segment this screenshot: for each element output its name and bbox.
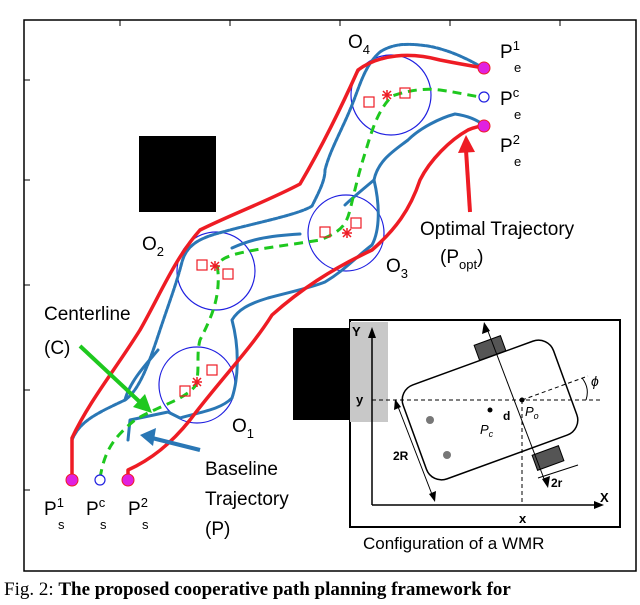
label-pe1: P1 [500, 38, 520, 63]
label-o2: O2 [142, 234, 164, 259]
label-o1: O1 [232, 416, 254, 441]
baseline-path-upper [70, 42, 485, 442]
wmr-inset: Y X y x ϕ d Po Pc [349, 319, 621, 553]
inset-x-tick: x [519, 511, 527, 526]
end-point-1 [477, 61, 491, 75]
optimal-path-2 [126, 124, 485, 480]
baseline-path-lower [126, 112, 487, 442]
optimal-trajectories [70, 53, 485, 480]
endpoints [65, 61, 491, 487]
label-ps1-sub: s [58, 517, 65, 532]
start-point-center [94, 474, 106, 486]
label-centerline-1: Centerline [44, 304, 131, 325]
inset-caption: Configuration of a WMR [363, 534, 544, 553]
asterisk-markers [192, 90, 392, 387]
label-ps1: P1 [44, 495, 64, 520]
inset-2r-big: 2R [393, 449, 409, 463]
optimal-arrow [464, 149, 472, 213]
label-psc-sub: s [100, 517, 107, 532]
centerline-arrow [78, 344, 144, 406]
obstacle-square-bottom [293, 328, 350, 420]
inset-2r-small: 2r [551, 476, 563, 490]
inset-po: Po [525, 404, 539, 421]
obstacle-circle-o3 [307, 194, 385, 272]
inset-pc: Pc [480, 422, 494, 439]
start-point-1 [65, 473, 79, 487]
label-optimal-2: (Popt) [440, 247, 483, 272]
label-psc: Pc [86, 495, 106, 520]
frame-ticks [24, 20, 561, 491]
label-o4: O4 [348, 32, 370, 57]
optimal-path-1 [70, 53, 485, 480]
baseline-trajectories [70, 42, 487, 442]
label-baseline-2: Trajectory [205, 489, 289, 510]
label-pec-sub: e [514, 107, 521, 122]
inset-x-axis-label: X [600, 490, 609, 505]
label-pec: Pc [500, 85, 520, 110]
baseline-path-side [343, 178, 376, 207]
robot-wheel-bottom [531, 445, 565, 471]
obstacle-circle-o2 [176, 231, 256, 311]
inset-d: d [503, 409, 510, 423]
label-ps2-sub: s [142, 517, 149, 532]
label-o3: O3 [386, 256, 408, 281]
centerline-path [98, 87, 481, 479]
label-pe2: P2 [500, 132, 520, 157]
label-baseline-1: Baseline [205, 459, 278, 480]
end-point-2 [477, 119, 491, 133]
figure-labels: O4 O2 O3 O1 P1 e Pc e P2 e P1 s Pc s P2 … [44, 32, 575, 540]
label-baseline-3: (P) [205, 519, 230, 540]
label-ps2: P2 [128, 495, 148, 520]
baseline-path-mid [123, 348, 160, 402]
figure-caption: Fig. 2: The proposed cooperative path pl… [4, 579, 640, 605]
inset-y-tick: y [356, 392, 364, 407]
label-centerline-2: (C) [44, 338, 70, 359]
inset-phi: ϕ [591, 373, 599, 389]
start-point-2 [121, 473, 135, 487]
trajectory-markers [179, 87, 411, 397]
robot-body [401, 339, 579, 481]
annotation-arrows [78, 135, 475, 452]
label-optimal-1: Optimal Trajectory [420, 219, 575, 240]
robot-wheel-top [473, 335, 507, 361]
inset-y-axis-label: Y [352, 324, 361, 339]
end-point-center [478, 91, 490, 103]
label-pe1-sub: e [514, 60, 521, 75]
obstacle-square-top [139, 136, 216, 212]
caption-text: The proposed cooperative path planning f… [58, 579, 511, 600]
caption-prefix: Fig. 2: [4, 579, 59, 600]
label-pe2-sub: e [514, 154, 521, 169]
baseline-path-top-connector [230, 232, 302, 250]
framework-figure: O4 O2 O3 O1 P1 e Pc e P2 e P1 s Pc s P2 … [23, 19, 637, 572]
inset-gray-band [350, 322, 388, 422]
baseline-arrow [151, 436, 201, 452]
